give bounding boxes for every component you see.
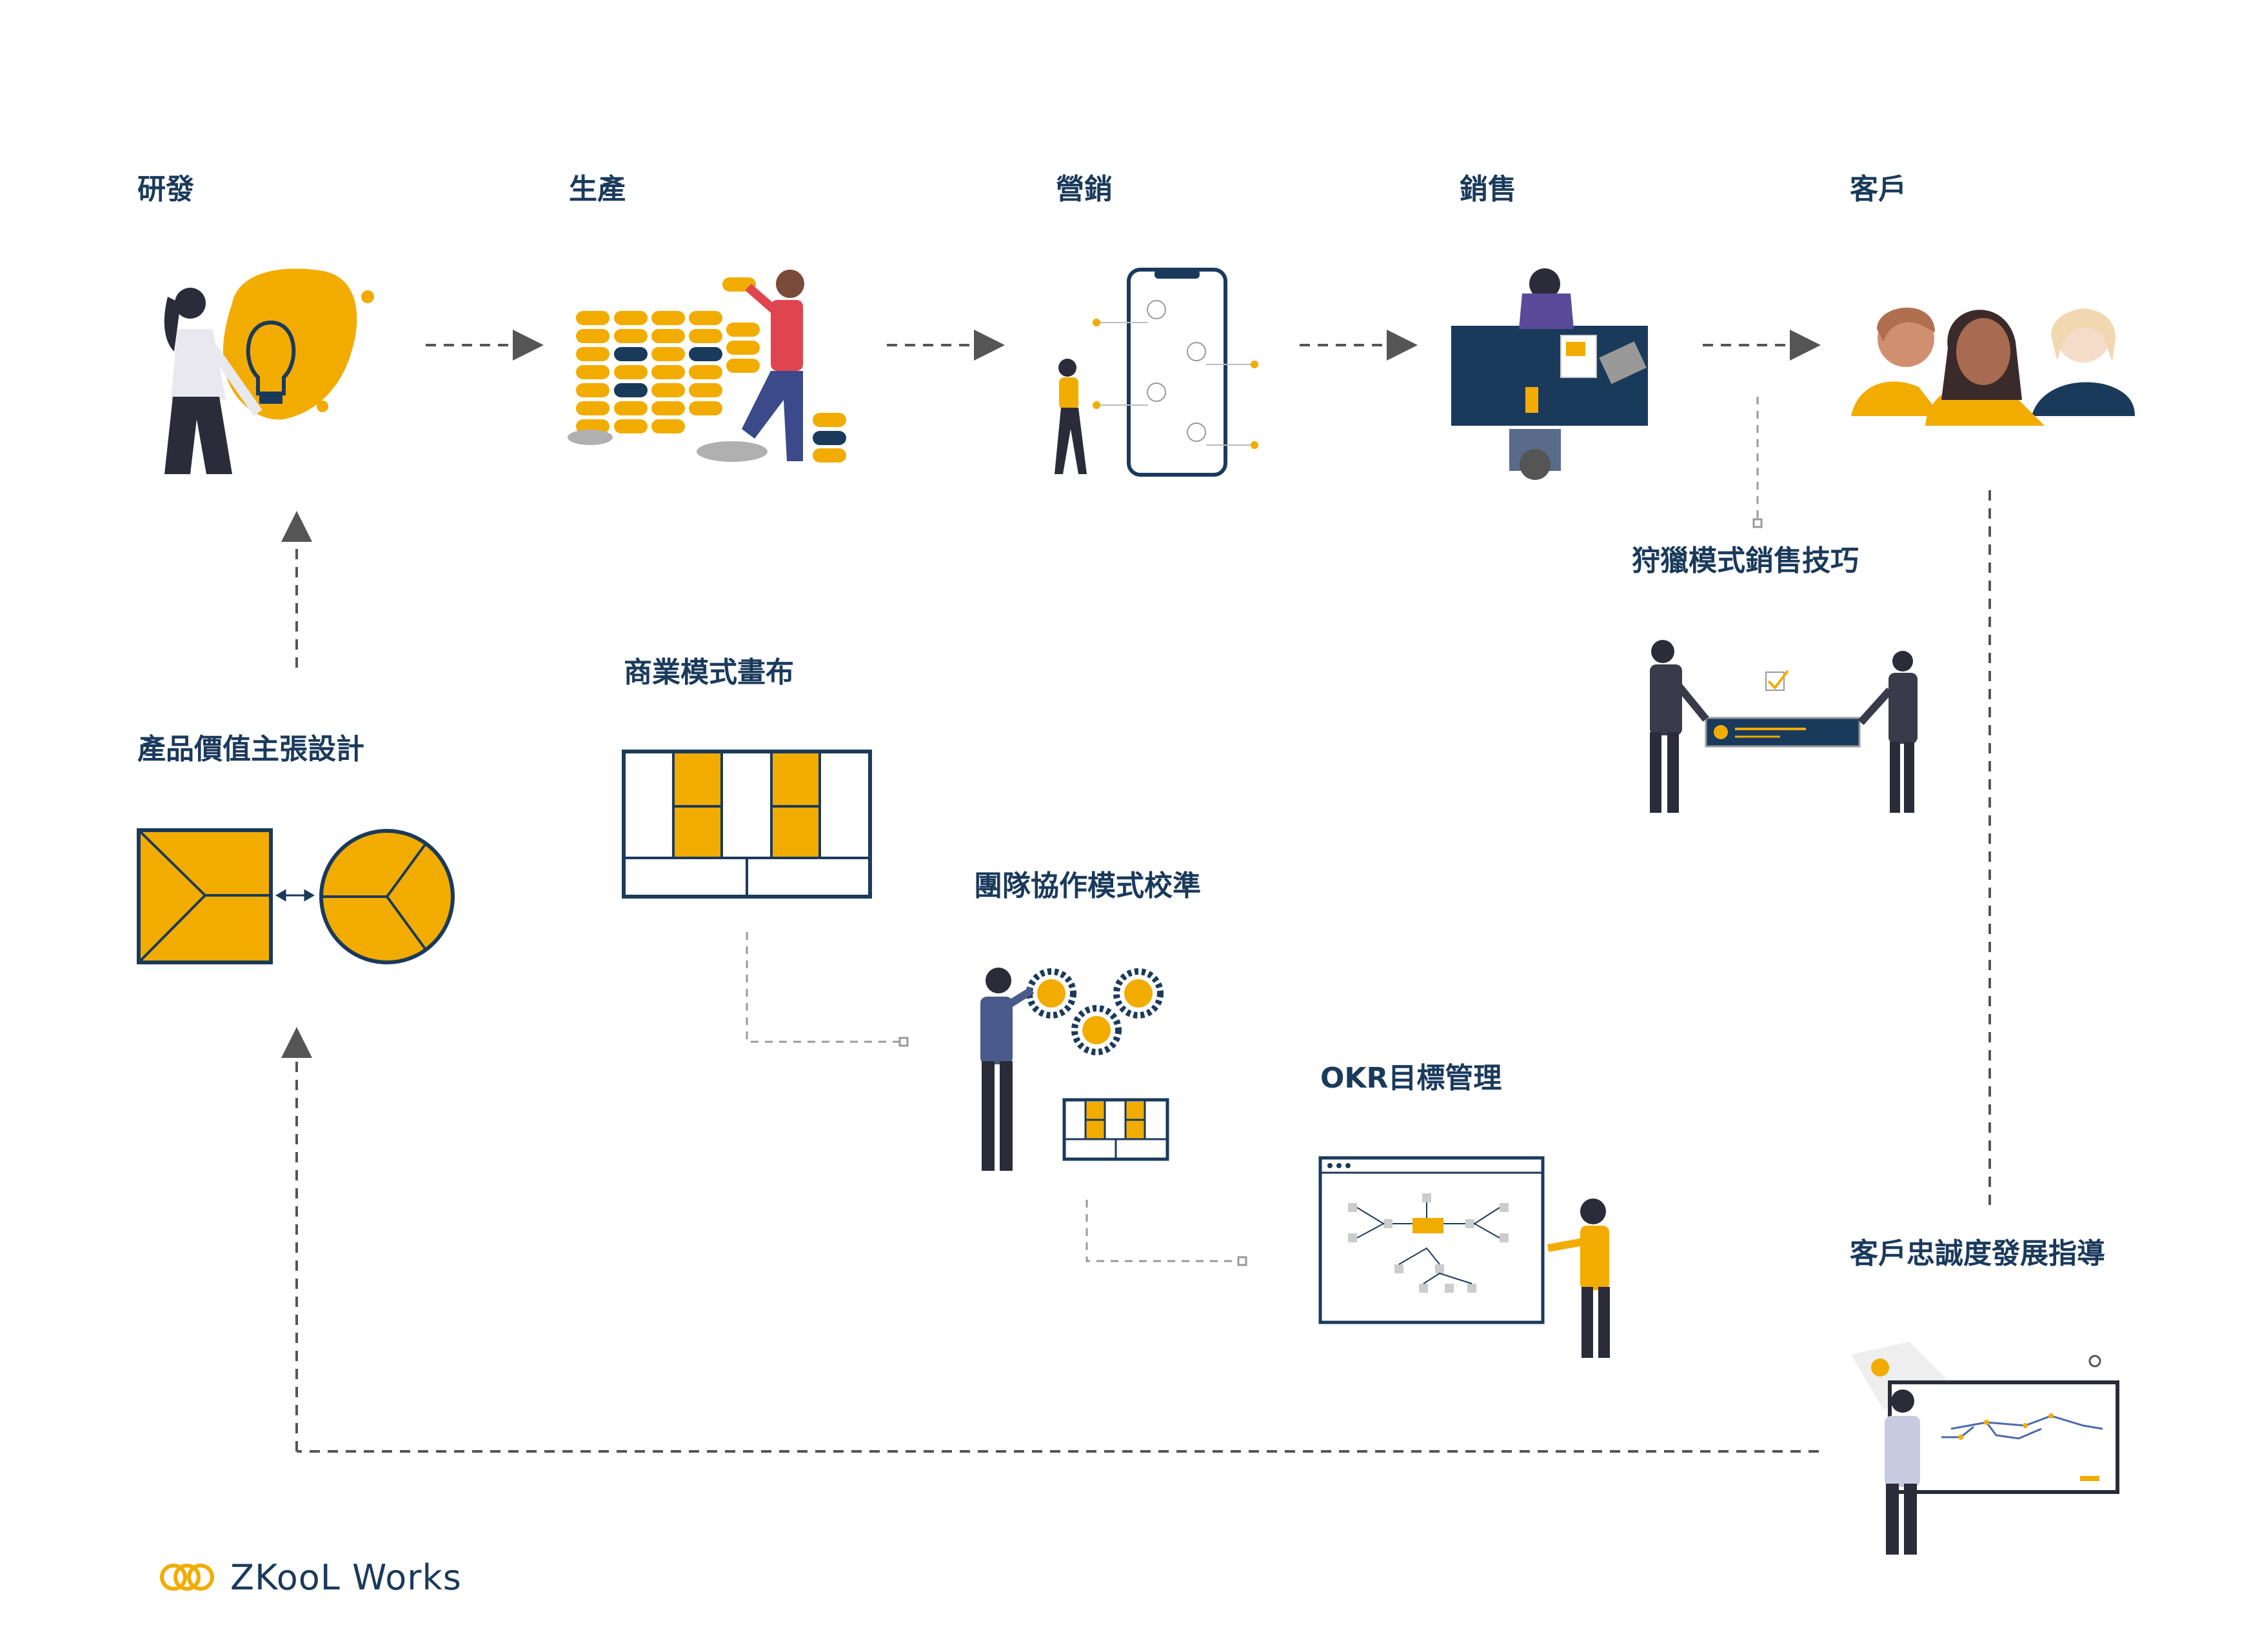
production-illustration xyxy=(568,270,846,463)
tool-label-loyalty: 客戶忠誠度發展指導 xyxy=(1850,1237,2105,1270)
value-proposition-graphic xyxy=(137,828,455,964)
tool-label-business-canvas: 商業模式畫布 xyxy=(624,656,794,689)
connector-canvas-team xyxy=(746,932,900,1043)
thin-connectors xyxy=(746,397,1759,1262)
okr-illustration xyxy=(1318,1156,1610,1358)
stage-label-customer: 客戶 xyxy=(1850,173,1907,206)
stage-label-production: 生產 xyxy=(569,173,626,206)
brand-name: ZKooL Works xyxy=(230,1557,462,1598)
customer-illustration xyxy=(1851,307,2135,426)
loyalty-illustration xyxy=(1851,1342,2119,1555)
team-alignment-illustration xyxy=(980,968,1169,1171)
stage-label-rd: 研發 xyxy=(137,173,194,206)
sales-illustration xyxy=(1451,268,1648,480)
brand-logo: ZKooL Works xyxy=(158,1555,462,1600)
feedback-loop xyxy=(281,490,1991,1453)
connector-team-okr xyxy=(1085,1200,1238,1262)
business-canvas-graphic xyxy=(622,750,872,899)
stage-label-sales: 銷售 xyxy=(1460,173,1516,206)
marketing-illustration xyxy=(1055,268,1258,477)
tool-label-team-alignment: 團隊協作模式校準 xyxy=(974,870,1201,902)
tool-label-hunter-sales: 狩獵模式銷售技巧 xyxy=(1632,544,1859,577)
hunter-sales-illustration xyxy=(1650,640,1918,813)
rd-illustration xyxy=(164,268,374,474)
brand-mark-icon xyxy=(160,1564,214,1591)
stage-label-marketing: 營銷 xyxy=(1056,173,1113,206)
tool-label-okr: OKR目標管理 xyxy=(1320,1062,1502,1095)
tool-label-value-proposition: 產品價值主張設計 xyxy=(137,733,364,766)
